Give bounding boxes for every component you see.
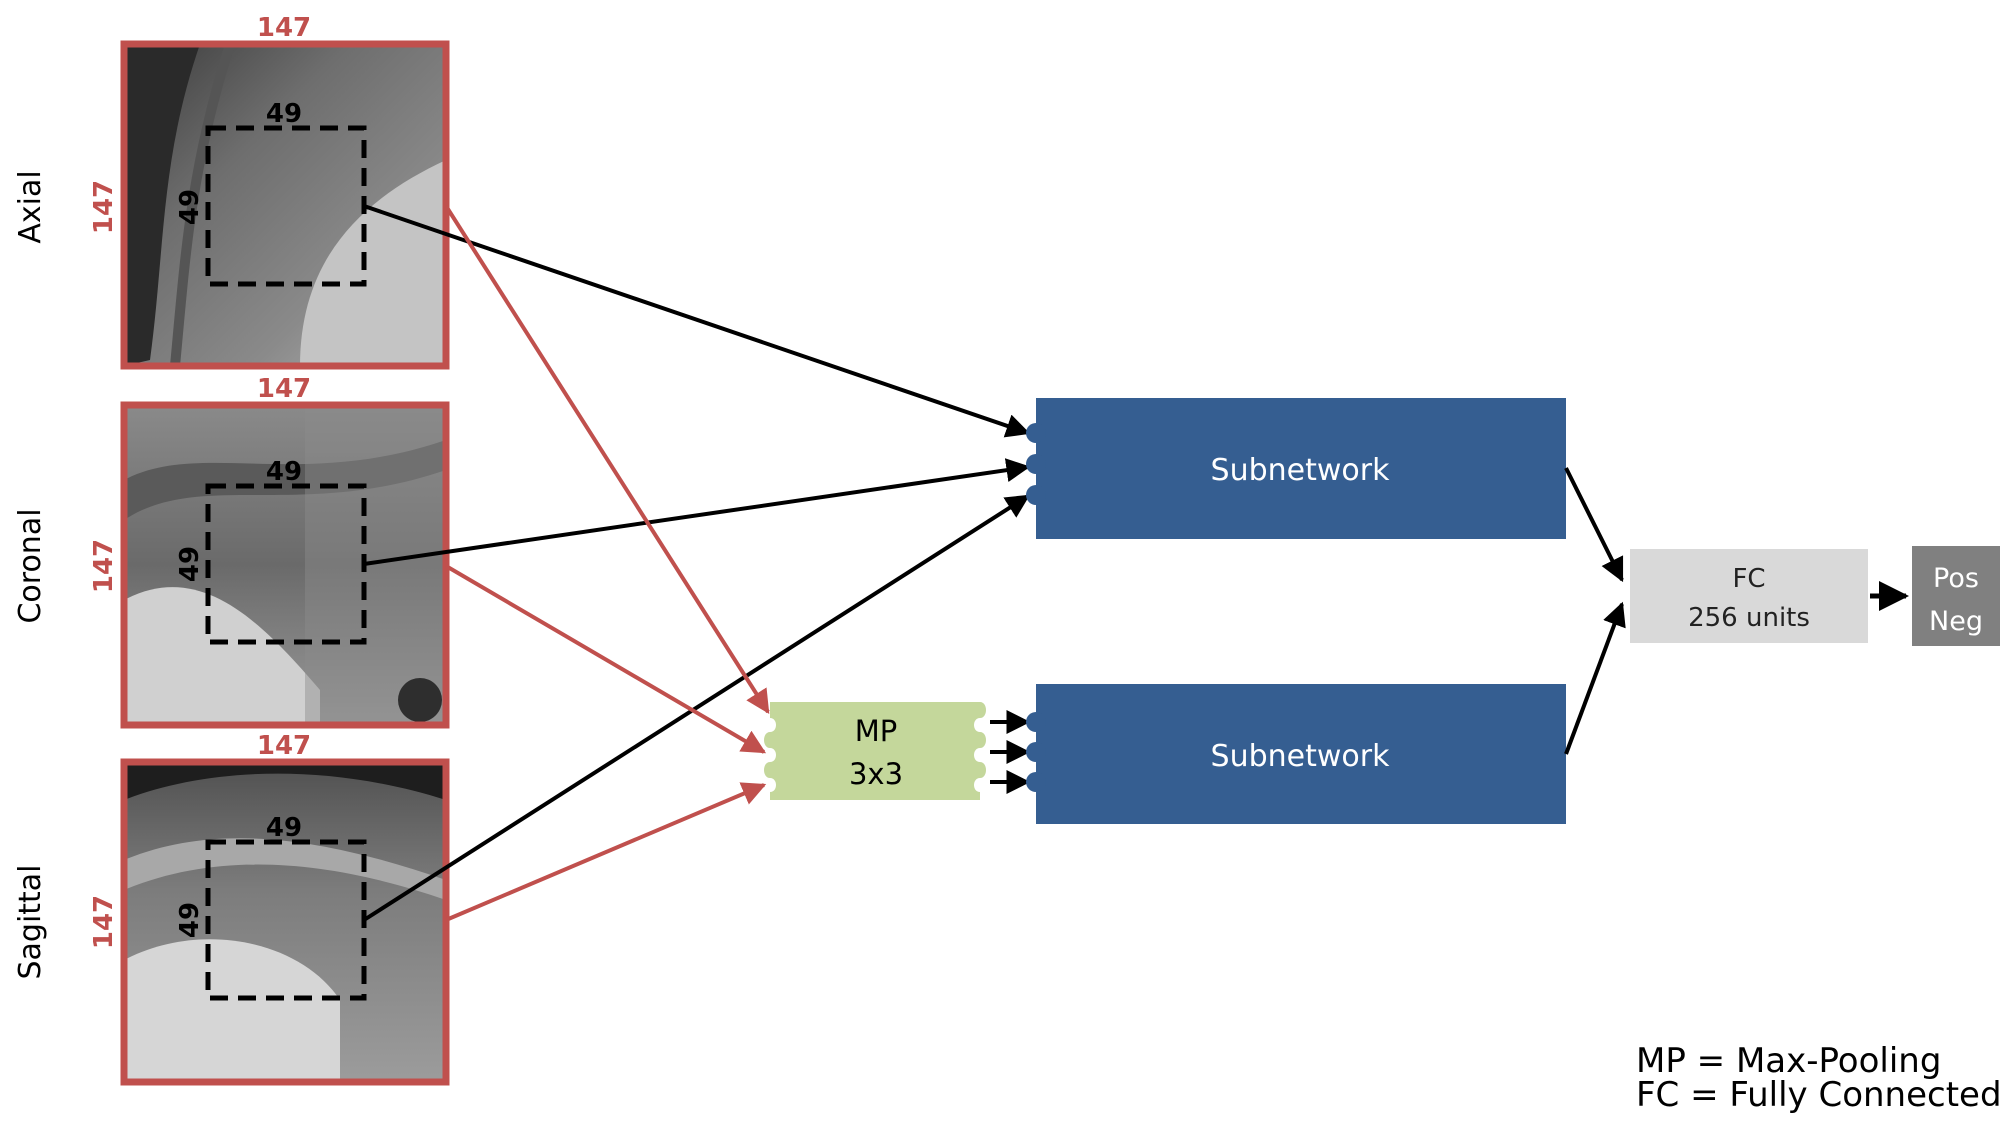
- coronal-outer-height-label: 147: [89, 539, 119, 593]
- view-label-axial: Axial: [13, 170, 48, 243]
- fc-units-label: 256 units: [1688, 603, 1810, 633]
- maxpool-label: MP: [855, 714, 898, 748]
- sagittal-patch: Sagittal 147 147 49 49: [13, 731, 450, 1086]
- arrow-bottom-subnetwork-to-fc: [1564, 601, 1626, 755]
- sagittal-crop-width-label: 49: [266, 813, 302, 843]
- arrow-top-subnetwork-to-fc: [1564, 467, 1624, 583]
- legend-fc: FC = Fully Connected: [1636, 1075, 2000, 1115]
- output-pos-label: Pos: [1933, 563, 1979, 594]
- axial-outer-border: [120, 40, 450, 370]
- arrow-axial-crop-to-subnetwork: [363, 204, 1031, 438]
- sagittal-crop-height-label: 49: [175, 902, 205, 938]
- subnetwork-top: Subnetwork: [1026, 398, 1566, 539]
- axial-outer-width-label: 147: [257, 13, 311, 43]
- subnetwork-bottom: Subnetwork: [1026, 684, 1566, 824]
- subnetwork-top-label: Subnetwork: [1211, 453, 1391, 488]
- view-label-sagittal: Sagittal: [13, 864, 48, 979]
- output-neg-label: Neg: [1929, 606, 1983, 637]
- legend: MP = Max-Pooling FC = Fully Connected: [1636, 1041, 2000, 1115]
- sagittal-outer-border: [120, 758, 450, 1086]
- coronal-crop-width-label: 49: [266, 457, 302, 487]
- maxpool-block: MP 3x3: [764, 702, 986, 800]
- legend-mp: MP = Max-Pooling: [1636, 1041, 1941, 1081]
- sagittal-ct-image: [124, 762, 446, 1082]
- arrow-sagittal-crop-to-subnetwork: [362, 494, 1031, 922]
- coronal-crop-height-label: 49: [175, 546, 205, 582]
- axial-patch: Axial 147 147 49 49: [13, 13, 450, 370]
- arrow-sagittal-patch-to-maxpool: [445, 782, 767, 922]
- arrow-axial-patch-to-maxpool: [444, 204, 770, 715]
- output-block: Pos Neg: [1912, 546, 2000, 646]
- coronal-ct-image: [124, 405, 446, 725]
- subnetwork-bottom-label: Subnetwork: [1211, 739, 1391, 774]
- view-label-coronal: Coronal: [13, 508, 48, 623]
- sagittal-outer-height-label: 147: [89, 895, 119, 949]
- maxpool-size-label: 3x3: [849, 757, 903, 791]
- axial-crop-height-label: 49: [175, 189, 205, 225]
- coronal-outer-width-label: 147: [257, 374, 311, 404]
- arrow-coronal-patch-to-maxpool: [444, 564, 767, 754]
- coronal-outer-border: [120, 401, 450, 729]
- sagittal-outer-width-label: 147: [257, 731, 311, 761]
- fc-block: FC 256 units: [1630, 549, 1868, 643]
- axial-outer-height-label: 147: [89, 180, 119, 234]
- arrow-coronal-crop-to-subnetwork: [363, 458, 1031, 566]
- fc-label: FC: [1732, 564, 1765, 594]
- coronal-patch: Coronal 147 147 49 49: [13, 374, 450, 729]
- axial-crop-width-label: 49: [266, 99, 302, 129]
- axial-ct-image: [124, 42, 446, 367]
